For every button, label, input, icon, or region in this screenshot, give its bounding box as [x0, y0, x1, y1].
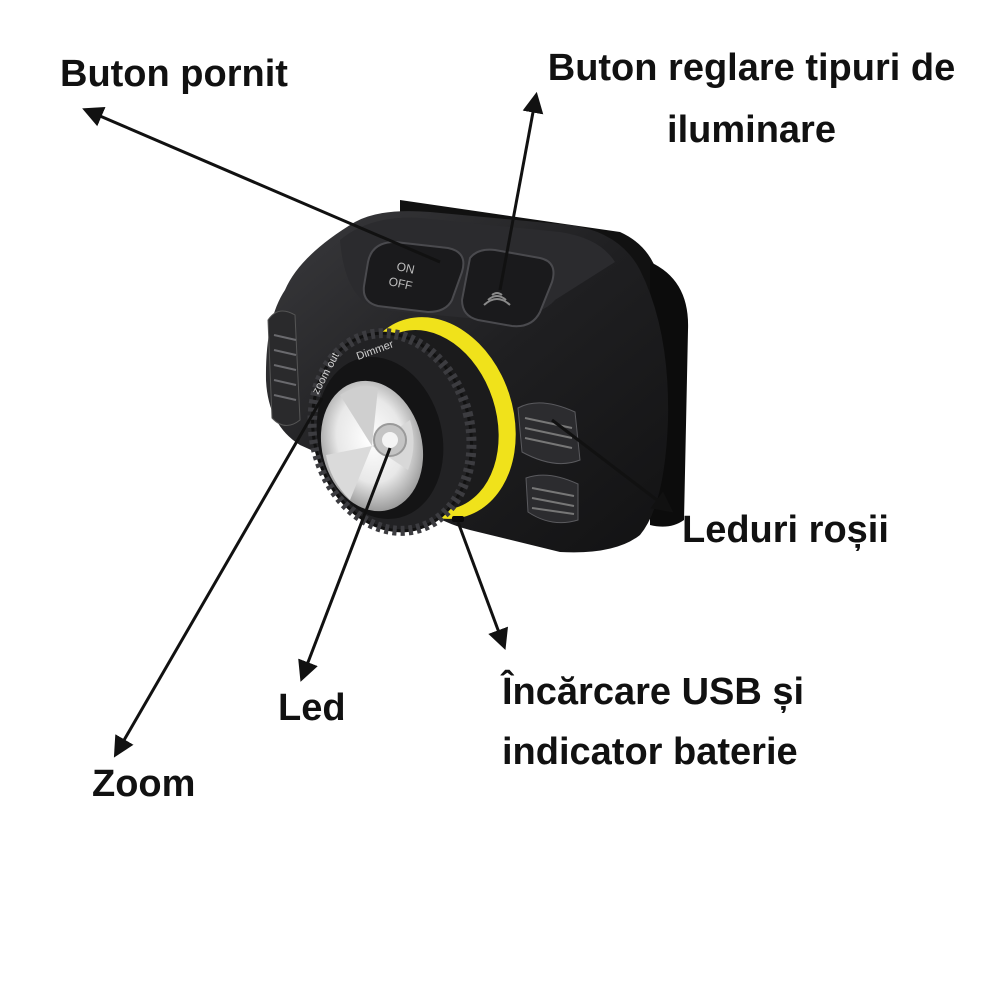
on-label: ON [395, 259, 416, 276]
arrow-red-leds [551, 418, 674, 513]
arrow-led [298, 447, 392, 682]
label-zoom: Zoom [92, 763, 196, 805]
label-mode-button-line2: iluminare [667, 108, 836, 151]
label-power-button: Buton pornit [60, 53, 288, 95]
label-usb-line2: indicator baterie [502, 730, 798, 773]
on-off-button[interactable]: ON OFF [362, 240, 465, 314]
label-red-leds: Leduri roșii [682, 509, 889, 551]
label-led: Led [278, 687, 346, 729]
label-mode-button: Buton reglare tipuri de iluminare [524, 46, 979, 153]
label-usb-charging: Încărcare USB și indicator baterie [502, 670, 804, 775]
arrow-mode-button [498, 91, 544, 291]
off-label: OFF [387, 274, 413, 293]
wave-sensor-icon [483, 292, 511, 306]
led-lens [320, 380, 424, 512]
arrow-usb [456, 521, 509, 650]
mode-sensor-button[interactable] [460, 248, 555, 328]
label-mode-button-line1: Buton reglare tipuri de [547, 47, 956, 89]
label-usb-line1: Încărcare USB și [502, 671, 805, 713]
right-red-led-grille [517, 402, 581, 524]
left-red-led-grille [267, 310, 301, 426]
arrow-power-button [82, 106, 441, 264]
callout-arrows [82, 91, 674, 758]
usb-port [452, 516, 464, 522]
arrow-zoom [113, 397, 324, 758]
